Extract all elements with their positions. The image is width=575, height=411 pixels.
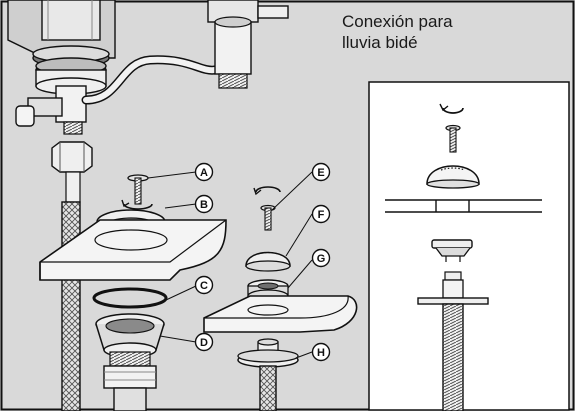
spray-cap-f <box>245 251 291 272</box>
diverter-body <box>207 0 289 89</box>
svg-text:G: G <box>317 253 326 265</box>
nut-h <box>237 338 299 411</box>
faucet-body <box>7 0 220 135</box>
svg-text:A: A <box>200 167 208 179</box>
callout-b: B <box>194 194 214 214</box>
svg-text:D: D <box>200 337 208 349</box>
svg-text:E: E <box>317 167 324 179</box>
callout-d: D <box>194 332 214 352</box>
inset-valve-insert <box>431 239 473 262</box>
basin-plate-right <box>203 295 358 333</box>
connection-caption: Conexión para lluvia bidé <box>342 11 453 53</box>
screw-e <box>253 186 281 231</box>
caption-line-1: Conexión para <box>342 12 453 31</box>
caption-line-2: lluvia bidé <box>342 33 418 52</box>
inset-rotate-arrow-icon <box>439 103 464 114</box>
inset-spray-cap <box>426 165 480 189</box>
svg-text:H: H <box>317 347 325 359</box>
callout-c: C <box>194 275 214 295</box>
callout-g: G <box>311 248 331 268</box>
callout-e: E <box>311 162 331 182</box>
inset-spout-body <box>417 271 489 411</box>
callout-f: F <box>311 204 331 224</box>
callout-h: H <box>311 342 331 362</box>
callout-leaders <box>147 171 313 359</box>
svg-text:B: B <box>200 199 208 211</box>
svg-text:F: F <box>318 209 325 221</box>
o-ring-c <box>92 287 168 309</box>
drain-body-d <box>95 313 165 411</box>
svg-text:C: C <box>200 280 208 292</box>
inset-screw <box>445 124 461 153</box>
callout-a: A <box>194 162 214 182</box>
basin-plate-left <box>39 219 227 281</box>
inset-basin-section <box>385 199 542 213</box>
